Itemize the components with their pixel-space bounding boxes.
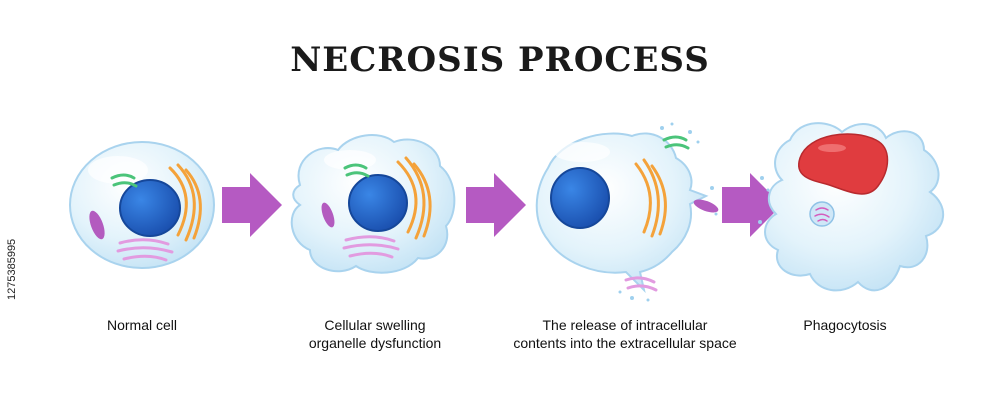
endoplasmic-reticulum-released [624,276,658,292]
golgi-apparatus [634,158,667,238]
caption-line-2: contents into the extracellular space [513,335,737,351]
normal-cell [69,141,215,269]
mitochondrion-released [693,199,719,213]
cell-highlight [88,156,148,184]
ribosome-cluster [110,173,138,188]
arrow-3 [722,173,782,237]
phagocyte [764,122,945,292]
caption-normal-cell: Normal cell [72,316,212,334]
caption-line-2: organelle dysfunction [308,335,442,351]
golgi-apparatus [168,163,202,242]
golgi-apparatus [396,156,432,240]
digested-debris [814,207,830,222]
ribosome-cluster [343,163,370,178]
caption-phagocytosis: Phagocytosis [775,316,915,334]
caption-line-1: Cellular swelling [324,317,426,333]
debris-particles [618,122,718,302]
caption-cellular-swelling: Cellular swelling organelle dysfunction [290,316,460,352]
mitochondrion [89,210,105,240]
ruptured-cell [535,122,719,302]
side-id-text: 1275385995 [6,238,18,300]
nucleus [550,167,610,229]
caption-line-1: Normal cell [106,317,177,333]
ribosome-cluster-released [662,135,690,150]
endoplasmic-reticulum [342,235,400,259]
nucleus [119,179,181,237]
diagram-title: NECROSIS PROCESS [290,40,710,80]
caption-release-contents: The release of intracellular contents in… [480,316,770,352]
caption-line-1: Phagocytosis [803,317,887,333]
mitochondrion [321,202,335,228]
vacuole-highlight [818,144,846,152]
nucleus [348,174,408,232]
cell-highlight [554,142,610,162]
arrow-1 [222,173,282,237]
caption-line-1: The release of intracellular [542,317,708,333]
swollen-cell [290,134,456,274]
endoplasmic-reticulum [116,238,174,262]
arrow-2 [466,173,526,237]
